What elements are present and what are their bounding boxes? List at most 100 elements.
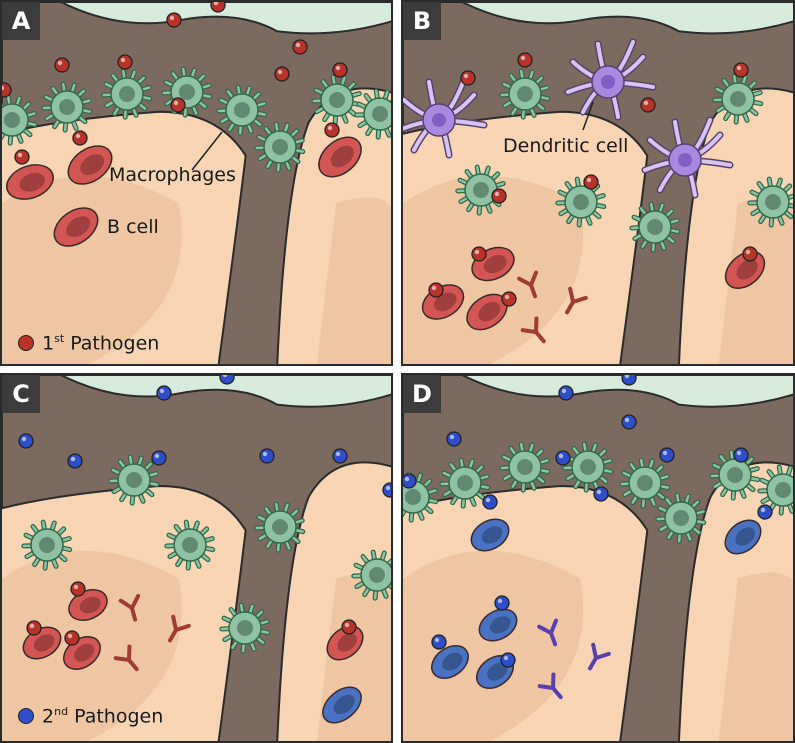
panel-a-illustration bbox=[2, 2, 391, 364]
pathogen bbox=[471, 246, 487, 262]
pathogen bbox=[501, 291, 517, 307]
dendritic-cell-label: Dendritic cell bbox=[503, 135, 629, 157]
second-pathogen-legend-text: 2nd Pathogen bbox=[42, 705, 164, 728]
pathogen bbox=[54, 57, 70, 73]
panel-label-c: C bbox=[2, 375, 40, 413]
tissue-shadow bbox=[2, 175, 182, 364]
panel-b: B Dendritic cell bbox=[401, 0, 795, 366]
b-cell bbox=[724, 519, 762, 555]
pathogen bbox=[324, 122, 340, 138]
pathogen bbox=[14, 149, 30, 165]
blood-vessel bbox=[461, 2, 793, 35]
macrophage-cell bbox=[499, 441, 551, 493]
pathogen bbox=[500, 652, 516, 668]
b-cell bbox=[724, 251, 766, 289]
first-pathogen-dot-icon bbox=[18, 335, 34, 352]
pathogen bbox=[170, 97, 186, 113]
first-pathogen-legend: 1st Pathogen bbox=[18, 332, 159, 354]
pathogen bbox=[292, 39, 308, 55]
antibody bbox=[537, 672, 563, 700]
panel-c: C 2nd Pathogen bbox=[0, 373, 393, 743]
tissue-shadow bbox=[718, 572, 793, 741]
pathogen bbox=[621, 414, 637, 430]
macrophage-cell bbox=[619, 457, 671, 509]
pathogen bbox=[593, 486, 609, 502]
pathogen bbox=[403, 473, 417, 489]
panel-b-illustration bbox=[403, 2, 793, 364]
b-cell bbox=[322, 686, 362, 724]
dendritic-pointer bbox=[582, 101, 594, 131]
panel-d: D bbox=[401, 373, 795, 743]
second-pathogen-dot-icon bbox=[18, 708, 34, 725]
pathogen bbox=[219, 375, 235, 385]
panel-c-illustration bbox=[2, 375, 391, 741]
macrophage-cell bbox=[2, 94, 38, 146]
antibody bbox=[537, 618, 559, 647]
b-cell-label: B cell bbox=[107, 216, 159, 238]
macrophage-cell bbox=[41, 81, 93, 133]
pathogen bbox=[555, 450, 571, 466]
pathogen bbox=[583, 174, 599, 190]
blood-vessel bbox=[60, 375, 391, 408]
macrophage-cell bbox=[629, 201, 681, 253]
pathogen bbox=[733, 447, 749, 463]
b-cell bbox=[6, 164, 54, 200]
pathogen bbox=[2, 82, 12, 98]
macrophage-cell bbox=[254, 121, 306, 173]
antibody bbox=[588, 642, 611, 671]
macrophage-cell bbox=[439, 457, 491, 509]
pathogen bbox=[156, 385, 172, 401]
macrophage-cell bbox=[757, 464, 793, 516]
pathogen bbox=[494, 595, 510, 611]
dendritic-cell bbox=[564, 38, 657, 121]
b-cell bbox=[470, 518, 510, 552]
antibody bbox=[168, 614, 191, 643]
pathogen bbox=[640, 97, 656, 113]
pathogen bbox=[621, 375, 637, 386]
pathogen bbox=[491, 188, 507, 204]
macrophage-cell bbox=[108, 454, 160, 506]
macrophage-cell bbox=[216, 84, 268, 136]
macrophages-pointer bbox=[191, 131, 223, 171]
pathogen bbox=[460, 70, 476, 86]
pathogen bbox=[117, 54, 133, 70]
macrophage-cell bbox=[219, 602, 271, 654]
tissue-shadow bbox=[403, 550, 584, 741]
pathogen bbox=[382, 482, 391, 498]
pathogen bbox=[482, 494, 498, 510]
macrophage-cell bbox=[655, 492, 707, 544]
macrophage-cell bbox=[101, 68, 153, 120]
macrophage-cell bbox=[712, 73, 764, 125]
pathogen bbox=[757, 504, 773, 520]
second-pathogen-legend: 2nd Pathogen bbox=[18, 705, 163, 727]
macrophage-cell bbox=[747, 176, 793, 228]
blood-vessel bbox=[461, 375, 793, 408]
macrophage-cell bbox=[354, 88, 391, 140]
blood-vessel bbox=[60, 2, 391, 35]
pathogen bbox=[26, 620, 42, 636]
macrophage-cell bbox=[164, 519, 216, 571]
pathogen bbox=[332, 62, 348, 78]
macrophage-cell bbox=[499, 68, 551, 120]
b-cell bbox=[478, 608, 518, 642]
pathogen bbox=[274, 66, 290, 82]
pathogen bbox=[446, 431, 462, 447]
pathogen bbox=[742, 246, 758, 262]
pathogen bbox=[428, 282, 444, 298]
antibody bbox=[520, 316, 546, 344]
pathogen bbox=[259, 448, 275, 464]
first-pathogen-legend-text: 1st Pathogen bbox=[42, 332, 160, 355]
b-cell bbox=[431, 645, 469, 679]
pathogen bbox=[431, 634, 447, 650]
b-cell bbox=[466, 293, 508, 331]
pathogen bbox=[332, 448, 348, 464]
antibody bbox=[118, 594, 141, 622]
panel-label-a: A bbox=[2, 2, 40, 40]
pathogen bbox=[517, 52, 533, 68]
panel-a: A Macrophages B cell 1st Pathogen bbox=[0, 0, 393, 366]
antibody bbox=[517, 270, 539, 299]
b-cell bbox=[326, 625, 364, 661]
pathogen bbox=[70, 581, 86, 597]
panel-d-illustration bbox=[403, 375, 793, 741]
panel-label-b: B bbox=[403, 2, 441, 40]
